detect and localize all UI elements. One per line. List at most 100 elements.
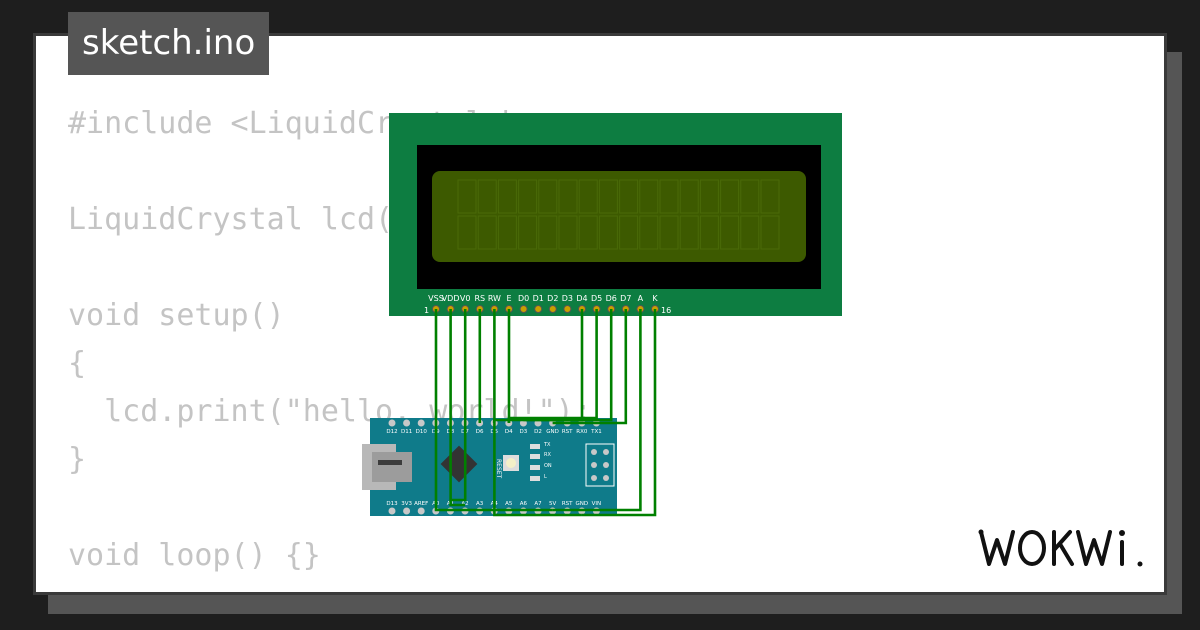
nano-top-pin-label: D11 [401, 429, 412, 435]
led-tx [530, 444, 540, 449]
wire[interactable] [449, 309, 465, 507]
wire[interactable] [434, 309, 553, 512]
led-label: ON [544, 463, 552, 469]
nano-bottom-pin-label: AREF [414, 501, 428, 507]
lcd-pin[interactable] [548, 305, 557, 313]
nano-top-pin[interactable] [403, 419, 411, 427]
lcd-pin-label: D1 [533, 294, 544, 303]
wires [434, 309, 657, 517]
nano-bottom-pin-label: 5V [549, 501, 556, 507]
reset-button[interactable] [506, 458, 516, 468]
lcd-pin-label: RW [488, 294, 501, 303]
nano-bottom-pin-label: GND [575, 501, 588, 507]
file-tab[interactable]: sketch.ino [68, 12, 270, 75]
lcd-pin-first: 1 [424, 306, 429, 315]
lcd-pin-label: E [506, 294, 511, 303]
lcd-character-cell [457, 179, 477, 214]
lcd-character-cell [639, 215, 659, 250]
lcd-pin[interactable] [534, 305, 543, 313]
nano-bottom-pin-label: A6 [520, 501, 528, 507]
lcd-pin[interactable] [519, 305, 528, 313]
lcd-character-cell [538, 179, 558, 214]
led-on [530, 465, 540, 470]
lcd-pin-label: V0 [460, 294, 471, 303]
lcd-character-cell [457, 215, 477, 250]
wire[interactable] [523, 309, 613, 422]
nano-bottom-pin-label: A7 [534, 501, 542, 507]
lcd-character-cell [679, 215, 699, 250]
nano-bottom-pin[interactable] [417, 507, 425, 515]
nano-bottom-pin[interactable] [403, 507, 411, 515]
code-line: } [68, 442, 87, 477]
code-line: void loop() {} [68, 538, 321, 573]
lcd-pin[interactable] [563, 305, 572, 313]
lcd-character-cell [598, 215, 618, 250]
led-l [530, 476, 540, 481]
lcd-pin-label: D0 [518, 294, 529, 303]
nano-bottom-pin-label: A3 [476, 501, 484, 507]
lcd-screen [432, 171, 806, 262]
wire[interactable] [450, 309, 467, 502]
usb-port [378, 460, 402, 465]
nano-bottom-pin-label: RST [562, 501, 573, 507]
wire[interactable] [493, 309, 582, 517]
lcd-character-cell [497, 215, 517, 250]
wire[interactable] [552, 309, 642, 512]
code-line: void setup() [68, 298, 285, 333]
lcd-character-cell [740, 179, 760, 214]
lcd-character-cells [457, 179, 780, 250]
led-rx [530, 454, 540, 459]
nano-bottom-pin-label: A5 [505, 501, 513, 507]
lcd-character-cell [679, 179, 699, 214]
reset-label: RESET [495, 459, 502, 479]
icsp-pins [591, 449, 609, 481]
lcd-pin-label: VSS [428, 294, 444, 303]
wire[interactable] [552, 309, 628, 425]
led-label: RX [544, 452, 551, 458]
lcd-character-cell [699, 179, 719, 214]
lcd-character-cell [598, 179, 618, 214]
lcd-pin-label: A [638, 294, 644, 303]
led-label: TX [543, 442, 551, 448]
lcd-character-cell [497, 179, 517, 214]
lcd-character-cell [720, 179, 740, 214]
lcd-pin-label: D6 [606, 294, 617, 303]
lcd-character-cell [619, 215, 639, 250]
nano-top-pin[interactable] [417, 419, 425, 427]
nano-top-pin-label: RST [562, 429, 573, 435]
wire[interactable] [581, 309, 657, 517]
usb-connector-inner [372, 452, 412, 482]
code-line: { [68, 346, 87, 381]
lcd-character-cell [619, 179, 639, 214]
lcd-character-cell [518, 215, 538, 250]
lcd-pin-label: RS [474, 294, 485, 303]
nano-top-pin-label: TX1 [590, 429, 602, 435]
nano-top-pin[interactable] [388, 419, 396, 427]
wire[interactable] [492, 309, 584, 423]
lcd-character-cell [518, 179, 538, 214]
lcd-character-cell [578, 179, 598, 214]
nano-bottom-pin-label: 3V3 [401, 501, 412, 507]
lcd-character-cell [558, 215, 578, 250]
nano-bottom-pin-label: D13 [386, 501, 398, 507]
lcd-character-cell [760, 215, 780, 250]
lcd-character-cell [477, 179, 497, 214]
lcd-character-cell [720, 215, 740, 250]
lcd-pin-label: D5 [591, 294, 602, 303]
lcd-pin-label: D2 [547, 294, 558, 303]
nano-top-pin-label: D3 [520, 429, 528, 435]
lcd-character-cell [558, 179, 578, 214]
nano-top-pin-label: D4 [505, 429, 513, 435]
lcd-character-cell [659, 179, 679, 214]
wire[interactable] [507, 309, 598, 423]
lcd-character-cell [659, 215, 679, 250]
nano-bottom-pin-label: VIN [592, 501, 602, 507]
icsp-header [585, 443, 615, 487]
lcd-character-cell [477, 215, 497, 250]
nano-top-pin-label: D10 [416, 429, 428, 435]
lcd-pin-label: D7 [620, 294, 631, 303]
nano-bottom-pin[interactable] [388, 507, 396, 515]
